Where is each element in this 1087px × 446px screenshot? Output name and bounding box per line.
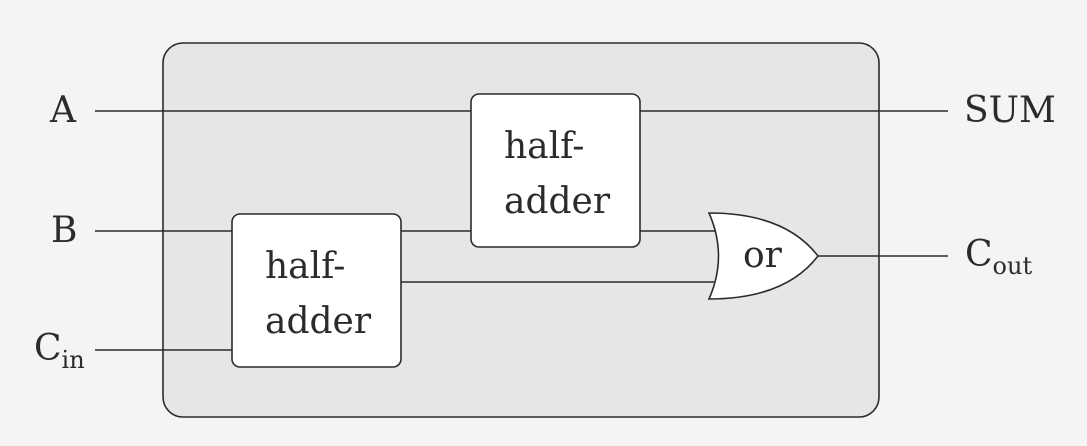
or-gate-label: or: [743, 235, 782, 276]
output-cout-label: Cout: [965, 234, 1033, 280]
half-adder-bottom-line1: half-: [265, 246, 346, 287]
output-cout-main: C: [965, 234, 993, 275]
half-adder-bottom-line2: adder: [265, 301, 372, 342]
half-adder-bottom: [231, 213, 402, 368]
half-adder-top-line2: adder: [504, 181, 611, 222]
half-adder-bottom-label: half- adder: [265, 239, 371, 349]
input-b-label: B: [51, 210, 78, 251]
input-cin-label: Cin: [34, 328, 85, 374]
output-cout-subscript: out: [992, 252, 1033, 280]
half-adder-top: [470, 93, 641, 248]
input-cin-main: C: [34, 328, 62, 369]
input-a-label: A: [50, 90, 76, 131]
half-adder-top-label: half- adder: [504, 119, 610, 229]
output-sum-label: SUM: [964, 90, 1056, 131]
half-adder-top-line1: half-: [504, 126, 585, 167]
input-cin-subscript: in: [61, 346, 85, 374]
or-gate: [707, 212, 820, 300]
